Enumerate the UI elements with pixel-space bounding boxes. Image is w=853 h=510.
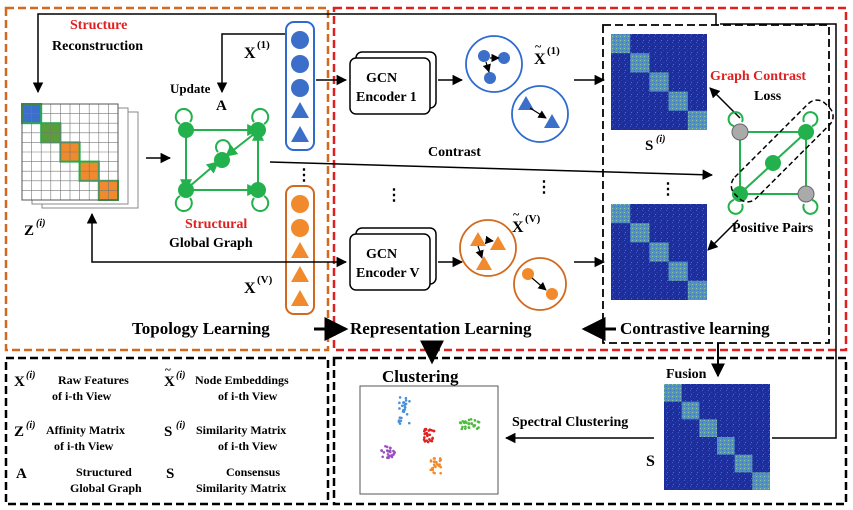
legend-box: [4, 356, 330, 506]
loss-to-simV-arrow: [707, 219, 739, 251]
embedding-cluster-view1: [465, 35, 569, 143]
gcn-encoder-v: [349, 227, 437, 291]
legend-sym-2: Z: [14, 424, 24, 440]
s-i-symbol: S: [645, 138, 653, 154]
legend-line1-1: Node Embeddings: [195, 373, 289, 387]
xtv-tilde: ~: [513, 207, 520, 221]
s-consensus-symbol: S: [646, 453, 655, 470]
a-symbol: A: [216, 98, 227, 114]
loss-to-sim1-arrow: [709, 87, 741, 119]
legend-line2-5: Similarity Matrix: [196, 481, 286, 495]
legend-line1-3: Similarity Matrix: [196, 423, 286, 437]
gcn-label-v: GCN: [366, 247, 397, 262]
structural-label: Structural: [185, 217, 247, 232]
feature-column-viewV: [285, 185, 315, 315]
legend-line1-2: Affinity Matrix: [46, 423, 125, 437]
legend-sym-1: X: [164, 374, 175, 390]
feature-column-view1: [285, 21, 315, 151]
contrast-arrow: [269, 161, 714, 180]
dots-view-column: ⋮: [296, 167, 312, 184]
dots-similarity: ⋮: [660, 181, 676, 198]
s-i-sup: (i): [656, 134, 665, 145]
xv-symbol: X: [244, 280, 256, 297]
legend-line2-0: of i-th View: [52, 389, 112, 403]
encoder1-label: Encoder 1: [356, 90, 417, 105]
topology-learning-box: [4, 6, 330, 352]
legend-line1-5: Consensus: [226, 465, 280, 479]
legend: X (i) Raw Features of i-th View X ~ (i) …: [14, 364, 289, 495]
dots-encoder: ⋮: [386, 187, 402, 204]
contrast-label: Contrast: [428, 145, 481, 160]
legend-sym-5: S: [166, 466, 174, 482]
dots-embedding: ⋮: [536, 179, 552, 196]
clustering-box: [332, 356, 848, 506]
legend-line2-1: of i-th View: [218, 389, 278, 403]
legend-line1-4: Structured: [76, 465, 132, 479]
legend-line1-0: Raw Features: [58, 373, 129, 387]
xtv-sup: (V): [525, 213, 541, 225]
legend-line2-3: of i-th View: [218, 439, 278, 453]
positive-pairs-label: Positive Pairs: [732, 221, 814, 236]
encoderv-label: Encoder V: [356, 266, 420, 281]
legend-sup-2: (i): [26, 420, 35, 431]
xtv-symbol: X: [512, 219, 524, 236]
fusion-label: Fusion: [666, 367, 707, 382]
z-symbol: Z: [24, 223, 34, 239]
gcn-encoder-1: [349, 51, 437, 115]
update-label: Update: [170, 81, 211, 96]
legend-line2-2: of i-th View: [54, 439, 114, 453]
clustering-scatter: [380, 396, 481, 475]
legend-sup-0: (i): [26, 370, 35, 381]
contrast-graph: [727, 99, 834, 215]
contrastive-learning-label: Contrastive learning: [620, 319, 770, 338]
z-sup: (i): [36, 218, 45, 229]
legend-sup-1: (i): [176, 370, 185, 381]
xv-to-matrix-arrow: [86, 212, 316, 263]
similarity-matrix-viewV: [611, 204, 707, 300]
xt1-sup: (1): [547, 45, 560, 57]
x1-sup: (1): [257, 39, 270, 51]
representation-learning-label: Representation Learning: [350, 319, 532, 338]
reconstruction-label: Reconstruction: [52, 39, 143, 54]
clustering-label: Clustering: [382, 367, 459, 386]
legend-line2-4: Global Graph: [70, 481, 142, 495]
global-graph-label: Global Graph: [169, 236, 253, 251]
legend-sym-4: A: [16, 466, 27, 482]
embedding-cluster-viewV: [459, 219, 567, 311]
legend-sym-0: X: [14, 374, 25, 390]
gcn-label-1: GCN: [366, 71, 397, 86]
reconstruction-arrow: [32, 13, 717, 94]
affinity-matrix-stack: [21, 103, 139, 209]
update-arrow: [216, 33, 285, 94]
xt1-symbol: X: [534, 51, 546, 68]
representation-learning-box: [332, 6, 848, 352]
topology-learning-label: Topology Learning: [132, 319, 270, 338]
spectral-clustering-label: Spectral Clustering: [512, 415, 628, 430]
loss-label: Loss: [754, 89, 782, 104]
graph-contrast-label: Graph Contrast: [710, 69, 806, 84]
consensus-similarity-matrix: [664, 384, 770, 490]
s-feedback-arrow: [720, 23, 837, 439]
legend-sup-3: (i): [176, 420, 185, 431]
legend-sym-3: S: [164, 424, 172, 440]
x1-symbol: X: [244, 45, 256, 62]
structural-global-graph: [174, 107, 270, 213]
legend-tilde-1: ~: [165, 364, 171, 376]
xv-sup: (V): [257, 274, 273, 286]
xt1-tilde: ~: [535, 39, 542, 53]
similarity-matrix-view1: [611, 34, 707, 130]
structure-label: Structure: [70, 18, 127, 33]
